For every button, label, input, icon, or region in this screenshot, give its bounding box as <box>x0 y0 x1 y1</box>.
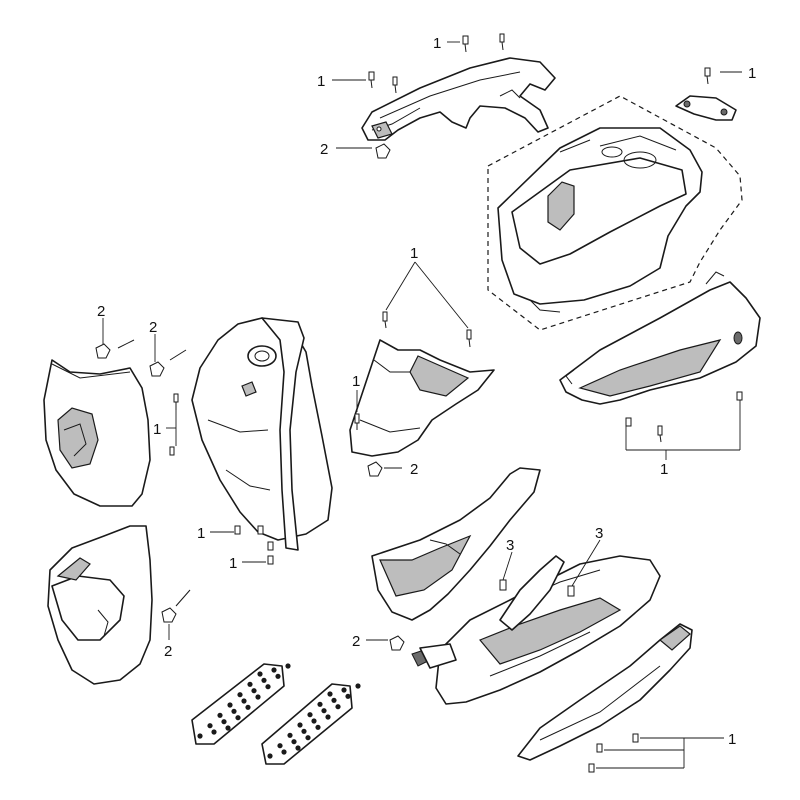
callout-3-left: 3 <box>506 537 514 554</box>
callout-1-center-left: 1 <box>352 373 360 390</box>
callout-2-left-b: 2 <box>149 319 157 336</box>
mat-perforation <box>221 719 227 725</box>
mat-perforation <box>301 728 307 734</box>
floor-mat-right <box>261 683 361 765</box>
callout-3-right: 3 <box>595 525 603 542</box>
mat-perforation <box>297 722 303 728</box>
mat-perforation <box>257 671 263 677</box>
leg-shield <box>191 317 333 565</box>
mat-perforation <box>265 684 271 690</box>
callouts: 1 1 2 1 1 2 2 1 1 2 1 1 1 3 3 2 2 1 <box>97 35 756 748</box>
mat-perforation <box>261 677 267 683</box>
callout-2-center: 2 <box>410 461 418 478</box>
callout-2-upper-left: 2 <box>320 141 328 158</box>
front-lower-cover <box>371 467 541 621</box>
mat-perforation <box>345 693 351 699</box>
mat-perforation <box>291 739 297 745</box>
callout-1-top-right: 1 <box>748 65 756 82</box>
mat-perforation <box>305 735 311 741</box>
mat-perforation <box>237 692 243 698</box>
mat-perforation <box>225 725 231 731</box>
mat-perforation <box>277 743 283 749</box>
mat-perforation <box>247 681 253 687</box>
rear-upper-cover <box>361 57 556 141</box>
mat-perforation <box>275 673 281 679</box>
side-body-cover <box>559 271 761 443</box>
callout-1-leg-b: 1 <box>229 555 237 572</box>
side-skirt <box>517 623 693 773</box>
mat-perforation <box>245 704 251 710</box>
mat-perforation <box>355 683 361 689</box>
mat-perforation <box>255 694 261 700</box>
mat-perforation <box>251 688 257 694</box>
mat-perforation <box>241 698 247 704</box>
mat-perforation <box>311 718 317 724</box>
front-cover <box>43 359 151 507</box>
mat-perforation <box>197 733 203 739</box>
mat-perforation <box>267 753 273 759</box>
storage-box <box>487 95 743 331</box>
mat-perforation <box>321 708 327 714</box>
floor-mat-left <box>191 663 291 745</box>
bracket-plate <box>675 67 737 121</box>
mat-perforation <box>315 724 321 730</box>
callout-1-right: 1 <box>660 461 668 478</box>
mat-perforation <box>331 697 337 703</box>
mat-perforation <box>211 729 217 735</box>
callout-2-lower-center: 2 <box>352 633 360 650</box>
callout-1-bottom-right: 1 <box>728 731 736 748</box>
callout-2-lower-left: 2 <box>164 643 172 660</box>
mat-perforation <box>335 704 341 710</box>
callout-1-left-bracket: 1 <box>153 421 161 438</box>
mat-perforation <box>281 749 287 755</box>
mat-perforation <box>307 712 313 718</box>
leader-lines <box>102 41 742 769</box>
callout-1-top: 1 <box>433 35 441 52</box>
mat-perforation <box>271 667 277 673</box>
mat-perforation <box>325 714 331 720</box>
nuts-left <box>95 339 187 456</box>
mat-perforation <box>217 712 223 718</box>
screw-group-top <box>368 33 505 159</box>
mat-perforation <box>327 691 333 697</box>
callout-1-leg-a: 1 <box>197 525 205 542</box>
mat-perforation <box>287 732 293 738</box>
mat-perforation <box>341 687 347 693</box>
mat-perforation <box>285 663 291 669</box>
mat-perforation <box>295 745 301 751</box>
mat-perforation <box>231 708 237 714</box>
inner-lower-panel <box>349 311 495 477</box>
front-inner-panel <box>47 525 191 685</box>
callout-2-left-a: 2 <box>97 303 105 320</box>
mat-perforation <box>235 715 241 721</box>
floor-board <box>389 555 661 705</box>
mat-perforation <box>317 701 323 707</box>
mat-perforation <box>227 702 233 708</box>
callout-1-center: 1 <box>410 245 418 262</box>
mat-perforation <box>207 723 213 729</box>
callout-1-upper-left: 1 <box>317 73 325 90</box>
